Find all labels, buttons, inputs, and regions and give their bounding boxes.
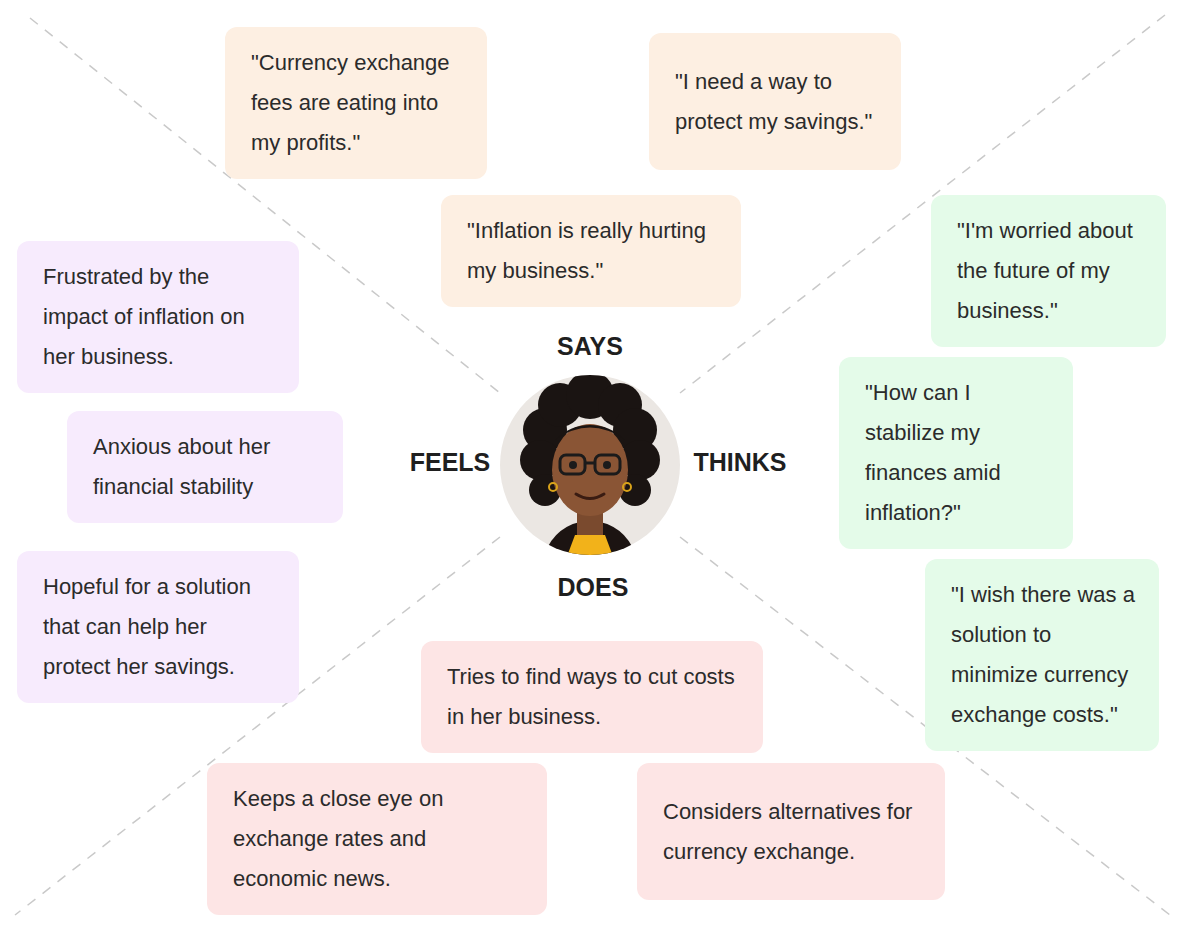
sticky-note: "I'm worried about the future of my busi… [931,195,1166,347]
sticky-note: Considers alternatives for currency exch… [637,763,945,900]
note-text: Frustrated by the impact of inflation on… [43,257,277,377]
note-text: "I wish there was a solution to minimize… [951,575,1137,735]
sticky-note: Hopeful for a solution that can help her… [17,551,299,703]
note-text: "I need a way to protect my savings." [675,62,879,142]
sticky-note: "Inflation is really hurting my business… [441,195,741,307]
quadrant-label: SAYS [557,332,623,361]
quadrant-label: THINKS [693,448,786,477]
note-text: Keeps a close eye on exchange rates and … [233,779,525,899]
sticky-note: Anxious about her financial stability [67,411,343,523]
note-text: "I'm worried about the future of my busi… [957,211,1144,331]
note-text: "How can I stabilize my finances amid in… [865,373,1051,533]
note-text: Tries to find ways to cut costs in her b… [447,657,741,737]
note-text: Anxious about her financial stability [93,427,321,507]
quadrant-label: DOES [558,573,629,602]
sticky-note: Keeps a close eye on exchange rates and … [207,763,547,915]
note-text: Considers alternatives for currency exch… [663,792,923,872]
avatar [500,371,680,575]
sticky-note: Tries to find ways to cut costs in her b… [421,641,763,753]
sticky-note: "Currency exchange fees are eating into … [225,27,487,179]
quadrant-label: FEELS [410,448,491,477]
sticky-note: "How can I stabilize my finances amid in… [839,357,1073,549]
quadrant-dividers [15,15,1170,915]
note-text: Hopeful for a solution that can help her… [43,567,277,687]
note-text: "Currency exchange fees are eating into … [251,43,465,163]
sticky-note: Frustrated by the impact of inflation on… [17,241,299,393]
note-text: "Inflation is really hurting my business… [467,211,719,291]
sticky-note: "I wish there was a solution to minimize… [925,559,1159,751]
sticky-note: "I need a way to protect my savings." [649,33,901,170]
